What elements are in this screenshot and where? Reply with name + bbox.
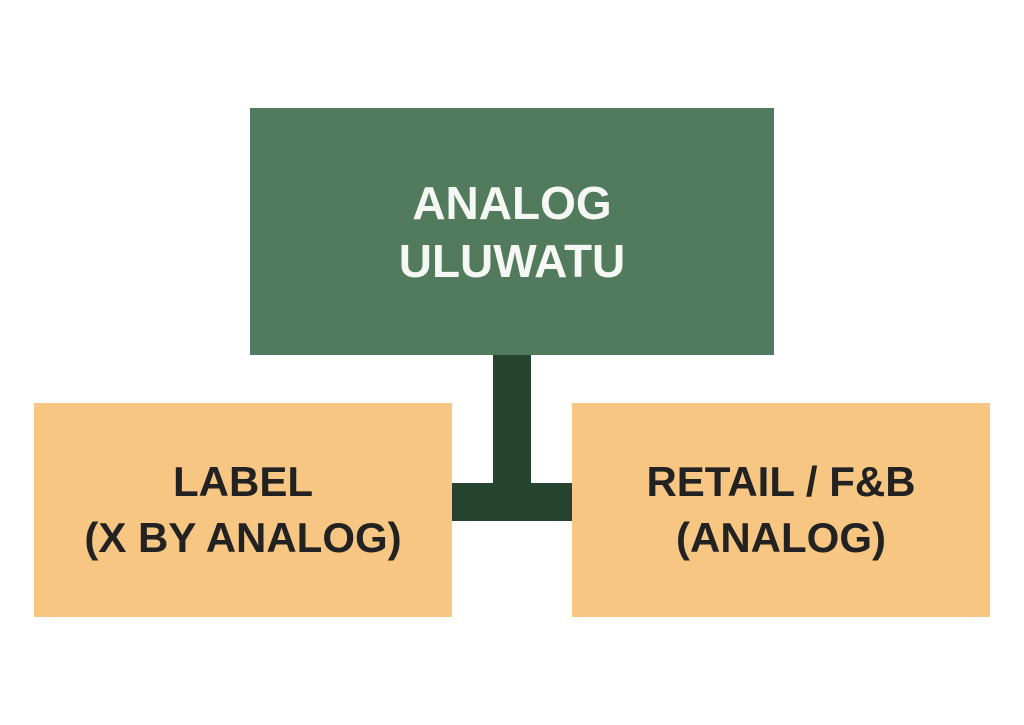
child-node-label-line-1: LABEL — [173, 458, 313, 505]
child-node-retail-line-2: (ANALOG) — [676, 514, 886, 561]
child-node-label: LABEL (X BY ANALOG) — [34, 403, 452, 617]
root-node-label-line-2: ULUWATU — [398, 234, 626, 287]
connector-vertical-line — [493, 355, 531, 483]
connector-horizontal-line — [452, 483, 572, 521]
root-node-label-line-1: ANALOG — [412, 176, 612, 229]
child-node-retail-line-1: RETAIL / F&B — [646, 458, 916, 505]
root-node-analog-uluwatu: ANALOG ULUWATU — [250, 108, 774, 355]
child-node-retail-fb: RETAIL / F&B (ANALOG) — [572, 403, 990, 617]
child-node-label-line-2: (X BY ANALOG) — [84, 514, 402, 561]
